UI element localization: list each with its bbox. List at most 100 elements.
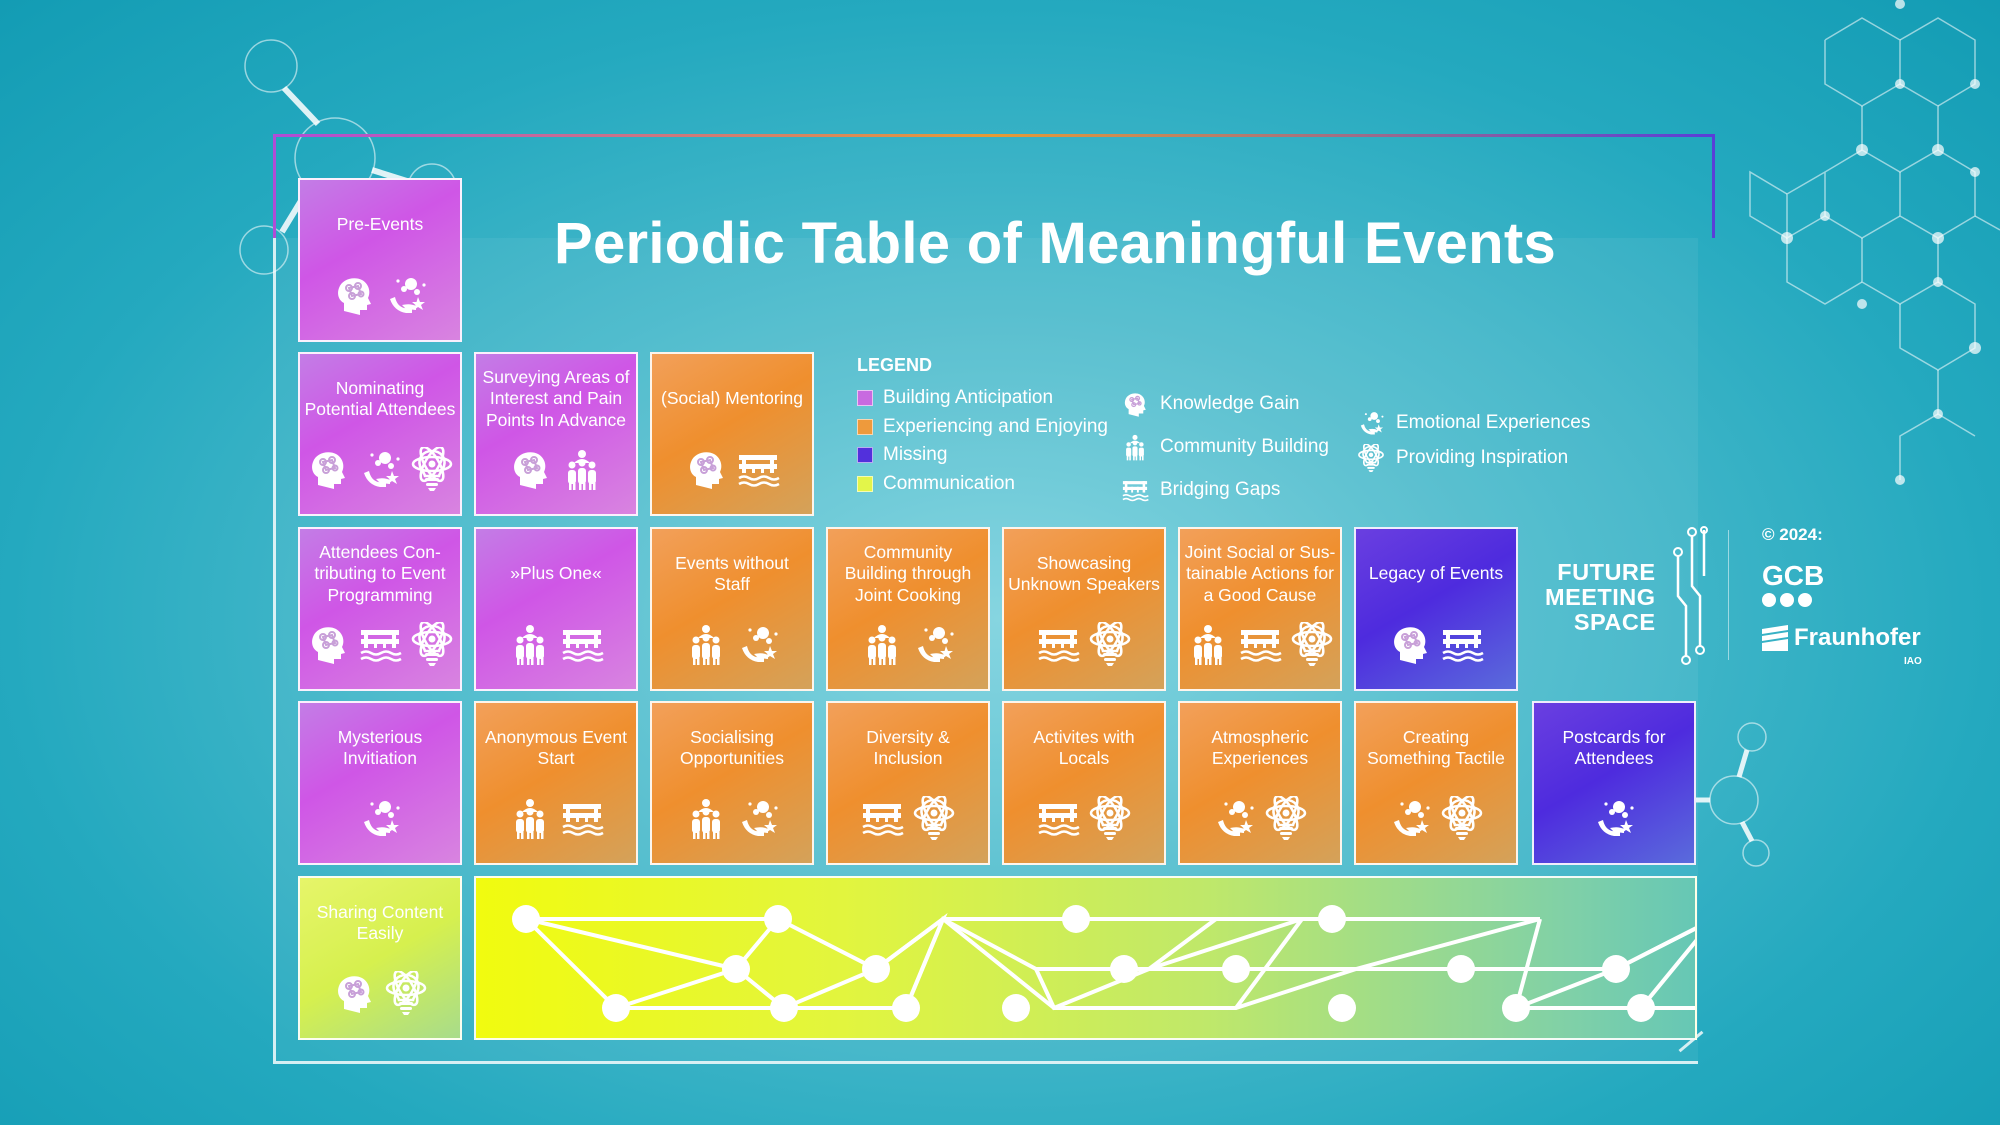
lightbulb-atom-icon (411, 447, 453, 491)
heart-hand-icon (384, 273, 428, 317)
element-anonymous-event-start[interactable]: Anonymous Event Start (474, 701, 638, 865)
bridge-icon (862, 804, 904, 836)
element-creating-something-tactile[interactable]: Creating Something Tactile (1354, 701, 1518, 865)
gcb-logo-text: GCB (1762, 560, 1825, 591)
heart-hand-icon (364, 452, 400, 487)
element-label: Events without Staff (675, 552, 789, 595)
element-legacy-of-events[interactable]: Legacy of Events (1354, 527, 1518, 691)
head-brain-icon (684, 447, 728, 491)
legend-item-experiencing-enjoying: Experiencing and Enjoying (857, 413, 1108, 442)
head-brain-icon (514, 452, 547, 489)
legend-label: Bridging Gaps (1160, 478, 1281, 500)
logo-line: FUTURE (1557, 559, 1656, 585)
head-brain-icon (338, 278, 371, 315)
element-icons (306, 440, 454, 498)
element-events-without-staff[interactable]: Events without Staff (650, 527, 814, 691)
head-brain-icon (332, 971, 376, 1015)
people-group-icon (516, 799, 544, 839)
head-brain-icon (1388, 622, 1432, 666)
table-frame-top (273, 134, 1715, 238)
element-icons (1036, 615, 1132, 673)
element-label: Pre-Events (336, 214, 424, 235)
head-brain-icon (312, 627, 345, 664)
heart-hand-icon (912, 622, 956, 666)
bridge-icon (1120, 475, 1150, 505)
element-joint-cooking[interactable]: Community Building through Joint Cooking (826, 527, 990, 691)
bridge-icon (1122, 480, 1149, 501)
element-good-cause[interactable]: Joint Social or Sus-tainable Actions for… (1178, 527, 1342, 691)
element-label: Anonymous Event Start (484, 726, 628, 769)
page-title: Periodic Table of Meaningful Events (553, 211, 1557, 276)
heart-hand-icon (1360, 411, 1384, 434)
element-label: Showcasing Unknown Speakers (1008, 552, 1160, 595)
element-label: Atmospheric Experiences (1211, 726, 1309, 769)
element-icons (1186, 615, 1334, 673)
bridge-icon (738, 455, 780, 487)
people-group-icon (1120, 432, 1150, 462)
heart-hand-icon (364, 801, 400, 836)
element-activities-with-locals[interactable]: Activites with Locals (1002, 701, 1166, 865)
head-brain-icon (1394, 627, 1427, 664)
element-attendees-contributing[interactable]: Attendees Con-tributing to Event Program… (298, 527, 462, 691)
people-group-icon (860, 622, 904, 666)
element-unknown-speakers[interactable]: Showcasing Unknown Speakers (1002, 527, 1166, 691)
network-graph (512, 905, 1728, 1022)
lightbulb-atom-icon (1265, 796, 1307, 840)
bridge-icon (562, 804, 604, 836)
legend-label: Communication (883, 472, 1015, 494)
element-label: Surveying Areas of Interest and Pain Poi… (482, 366, 630, 430)
element-postcards-for-attendees[interactable]: Postcards for Attendees (1532, 701, 1696, 865)
heart-hand-icon (736, 796, 780, 840)
element-icons (508, 615, 604, 673)
legend-icons-b: Emotional Experiences Providing Inspirat… (1356, 405, 1590, 475)
element-label: Sharing Content Easily (316, 901, 444, 944)
element-label: Creating Something Tactile (1367, 726, 1505, 769)
element-icons (684, 615, 780, 673)
legend-item-community-building: Community Building (1120, 425, 1329, 468)
legend: LEGEND Building Anticipation Experiencin… (857, 355, 1108, 498)
network-nodes (512, 905, 1728, 1022)
gcb-logo-dots (1762, 593, 1812, 607)
lightbulb-atom-icon (1440, 796, 1484, 840)
people-group-icon (692, 625, 720, 665)
element-mysterious-invitation[interactable]: Mysterious Invitiation (298, 701, 462, 865)
element-icons (332, 964, 428, 1022)
element-atmospheric-experiences[interactable]: Atmospheric Experiences (1178, 701, 1342, 865)
heart-hand-icon (390, 278, 426, 313)
bridge-icon (1036, 622, 1080, 666)
bridge-icon (560, 796, 604, 840)
people-group-icon (516, 625, 544, 665)
bridge-icon (1442, 630, 1484, 662)
element-plus-one[interactable]: »Plus One« (474, 527, 638, 691)
head-brain-icon (306, 447, 350, 491)
legend-label: Emotional Experiences (1396, 411, 1591, 433)
logo-line: SPACE (1573, 609, 1656, 635)
bridge-icon (736, 447, 780, 491)
element-icons (684, 789, 780, 847)
bridge-icon (1238, 622, 1282, 666)
bridge-icon (560, 622, 604, 666)
bridge-icon (860, 796, 904, 840)
people-group-icon (1194, 625, 1222, 665)
element-social-mentoring[interactable]: (Social) Mentoring (650, 352, 814, 516)
element-sharing-content-easily[interactable]: Sharing Content Easily (298, 876, 462, 1040)
element-diversity-inclusion[interactable]: Diversity & Inclusion (826, 701, 990, 865)
people-group-icon (692, 799, 720, 839)
element-socialising-opportunities[interactable]: Socialising Opportunities (650, 701, 814, 865)
element-icons (684, 440, 780, 498)
fraunhofer-logo: Fraunhofer (1762, 624, 1921, 652)
element-label: Postcards for Attendees (1562, 726, 1666, 769)
element-pre-events[interactable]: Pre-Events (298, 178, 462, 342)
legend-icons-a: Knowledge Gain Community Building Bridgi… (1120, 382, 1329, 511)
heart-hand-icon (1598, 801, 1634, 836)
element-surveying-areas[interactable]: Surveying Areas of Interest and Pain Poi… (474, 352, 638, 516)
lightbulb-atom-icon (1358, 443, 1384, 472)
head-brain-icon (1120, 389, 1150, 419)
element-nominating-potential-attendees[interactable]: Nominating Potential Attendees (298, 352, 462, 516)
fraunhofer-mark-icon (1762, 625, 1788, 651)
heart-hand-icon (1388, 796, 1432, 840)
legend-item-communication: Communication (857, 470, 1108, 499)
legend-label: Knowledge Gain (1160, 392, 1300, 414)
future-meeting-space-logo: FUTURE MEETING SPACE (1545, 560, 1656, 635)
